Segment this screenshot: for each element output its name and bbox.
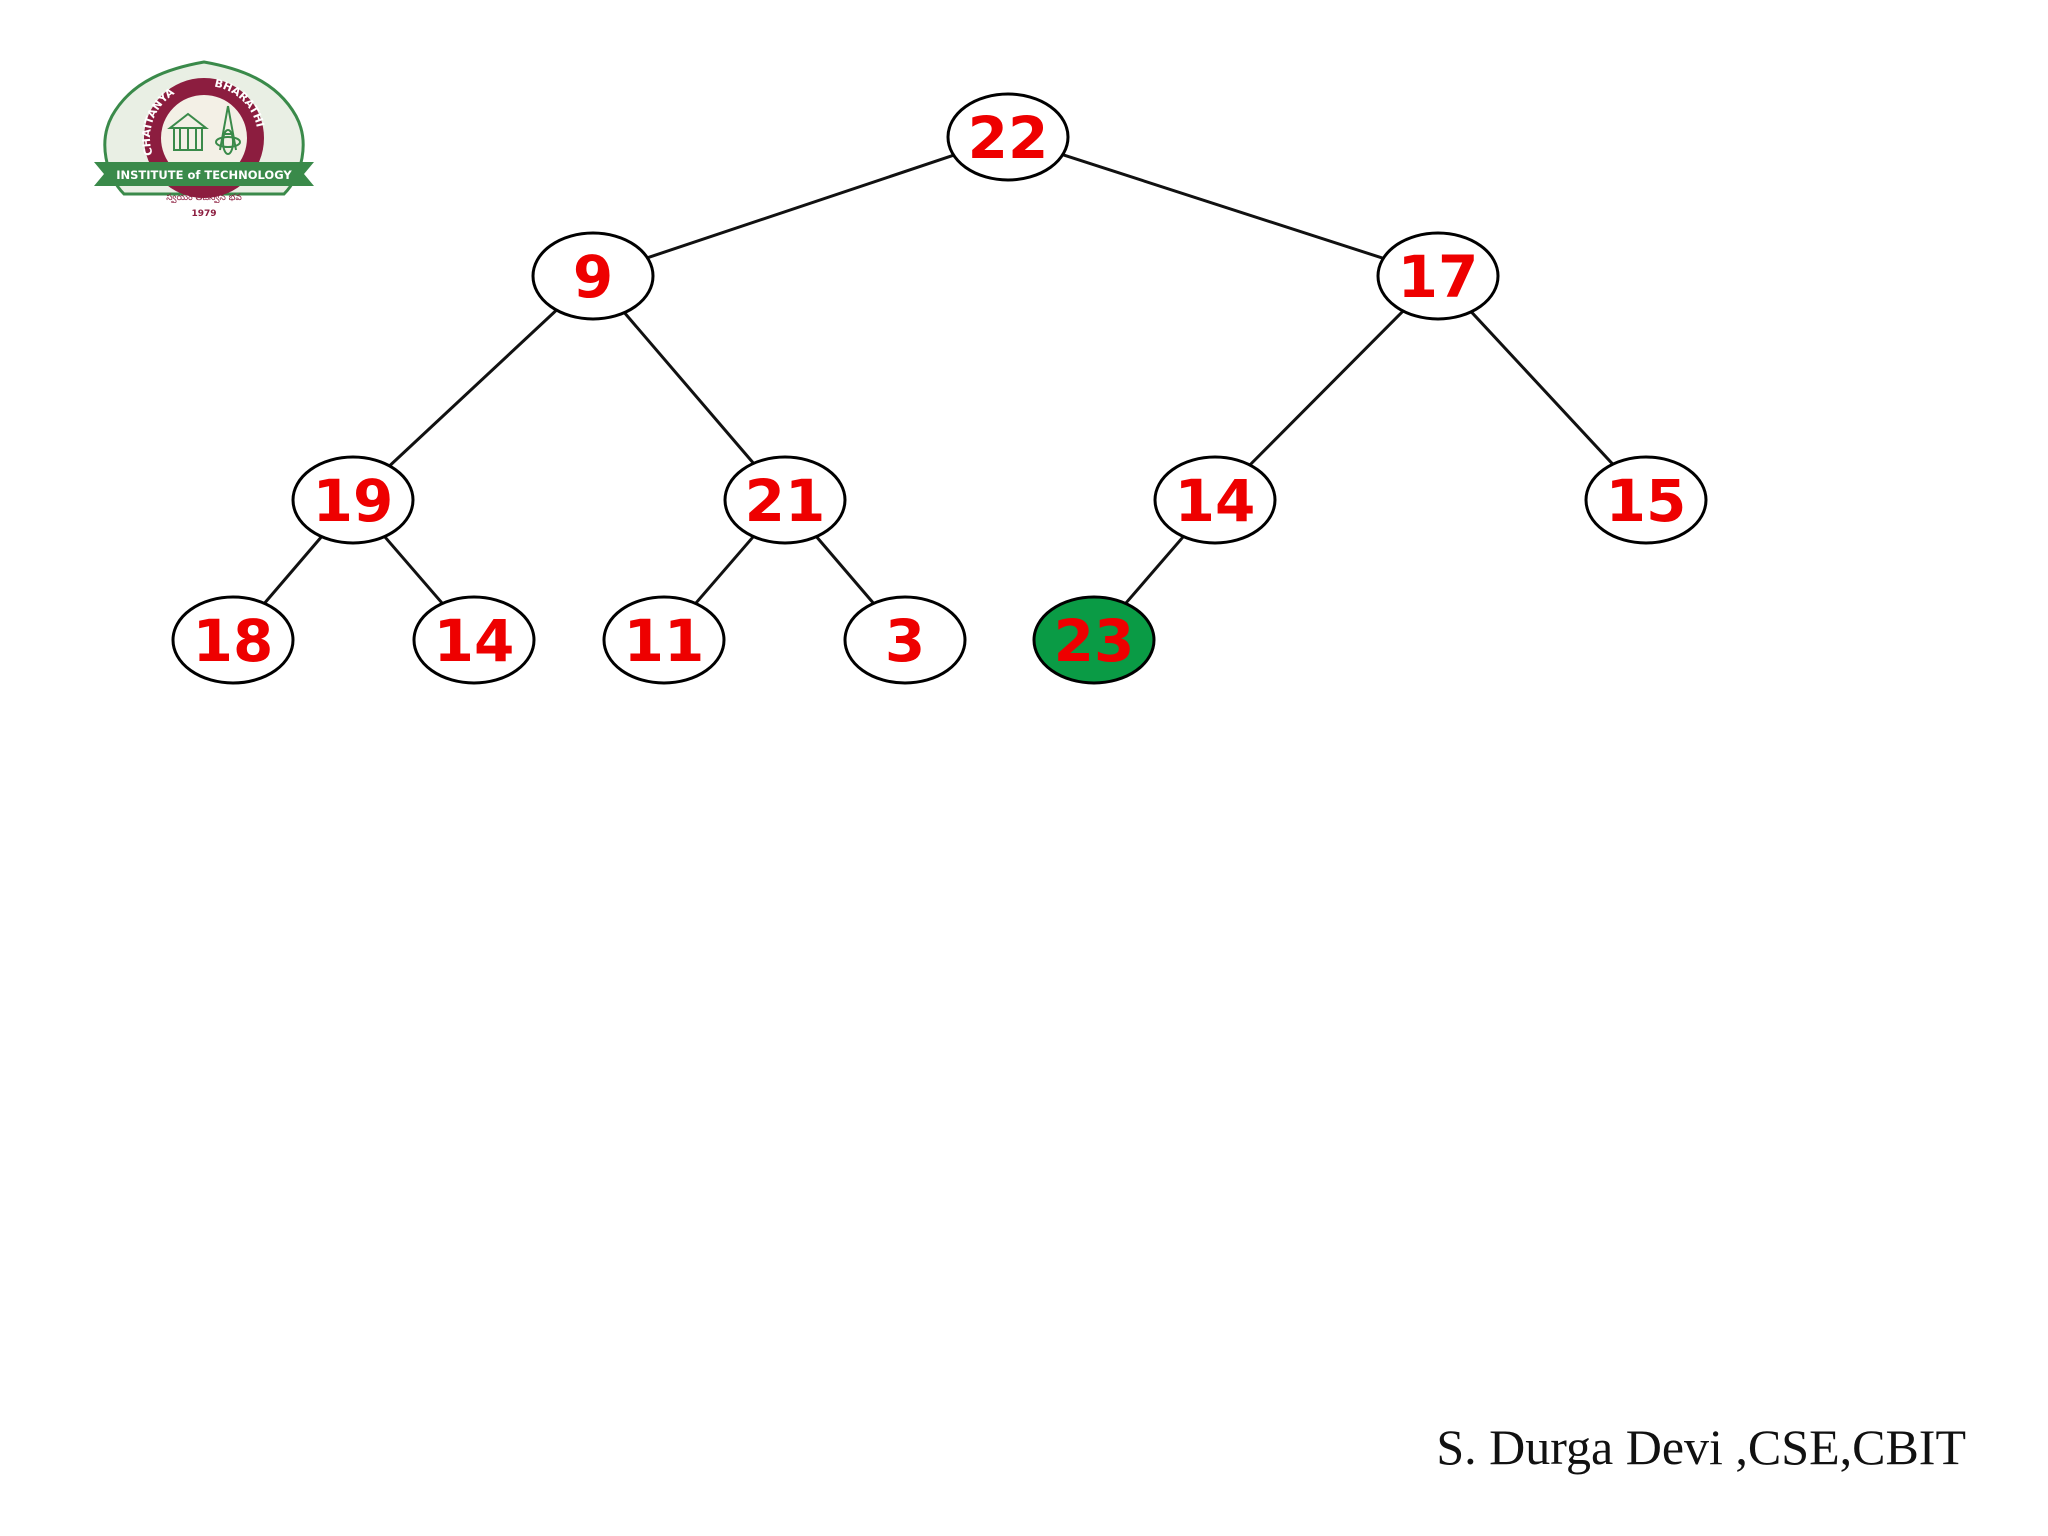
logo-banner-text: INSTITUTE of TECHNOLOGY	[116, 168, 292, 182]
tree-node: 22	[946, 92, 1070, 182]
logo-motto-text: స్వయం తేజస్విన్ భవ	[166, 192, 242, 204]
tree-node-circle	[723, 455, 847, 545]
tree-edges	[263, 153, 1614, 605]
tree-node-highlighted: 23	[1032, 595, 1156, 685]
tree-node-label: 17	[1398, 243, 1479, 311]
tree-node: 14	[412, 595, 536, 685]
tree-node-label: 15	[1606, 467, 1687, 535]
tree-edge	[263, 535, 323, 605]
tree-node: 11	[602, 595, 726, 685]
tree-edge	[694, 535, 755, 605]
tree-node: 18	[171, 595, 295, 685]
tree-node-circle	[531, 231, 655, 321]
tree-node: 15	[1584, 455, 1708, 545]
tree-node-circle	[602, 595, 726, 685]
tree-node-circle	[412, 595, 536, 685]
tree-edge	[1062, 153, 1384, 260]
tree-edge	[1248, 309, 1405, 467]
tree-node-label: 18	[193, 607, 274, 675]
tree-edge	[388, 309, 558, 467]
tree-node-label: 9	[573, 243, 613, 311]
tree-node-circle	[1153, 455, 1277, 545]
logo-banner	[94, 162, 314, 186]
tree-node-label: 14	[434, 607, 515, 675]
tree-node-circle	[171, 595, 295, 685]
institute-logo: CHAITANYA BHARATHI INSTITUTE of TECHNOLO…	[94, 60, 314, 219]
tree-edge	[623, 311, 755, 465]
tree-edge	[815, 535, 875, 605]
tree-node-label: 21	[745, 467, 826, 535]
tree-edge	[1470, 310, 1614, 466]
tree-node-circle	[946, 92, 1070, 182]
tree-node: 19	[291, 455, 415, 545]
tree-node-circle	[1032, 595, 1156, 685]
tree-node-circle	[1376, 231, 1500, 321]
tree-edge	[1124, 535, 1185, 605]
tree-node-label: 22	[968, 104, 1049, 172]
tree-edge	[383, 535, 444, 605]
tree-node-label: 19	[313, 467, 394, 535]
tree-node-circle	[291, 455, 415, 545]
tree-node-label: 23	[1054, 607, 1135, 675]
tree-nodes: 22 9 17 19 21 14 15 18 14 11 3 23	[171, 92, 1708, 685]
tree-node: 21	[723, 455, 847, 545]
logo-emblem-drawing	[167, 105, 241, 155]
tree-node: 9	[531, 231, 655, 321]
tree-node-circle	[1584, 455, 1708, 545]
tree-node-circle	[843, 595, 967, 685]
tree-node: 3	[843, 595, 967, 685]
tree-node-label: 3	[885, 607, 925, 675]
tree-node-label: 14	[1175, 467, 1256, 535]
logo-year-text: 1979	[191, 209, 216, 219]
footer-credit: S. Durga Devi ,CSE,CBIT	[1436, 1419, 1966, 1475]
tree-node: 17	[1376, 231, 1500, 321]
tree-node: 14	[1153, 455, 1277, 545]
tree-edge	[646, 153, 955, 260]
tree-node-label: 11	[624, 607, 705, 675]
